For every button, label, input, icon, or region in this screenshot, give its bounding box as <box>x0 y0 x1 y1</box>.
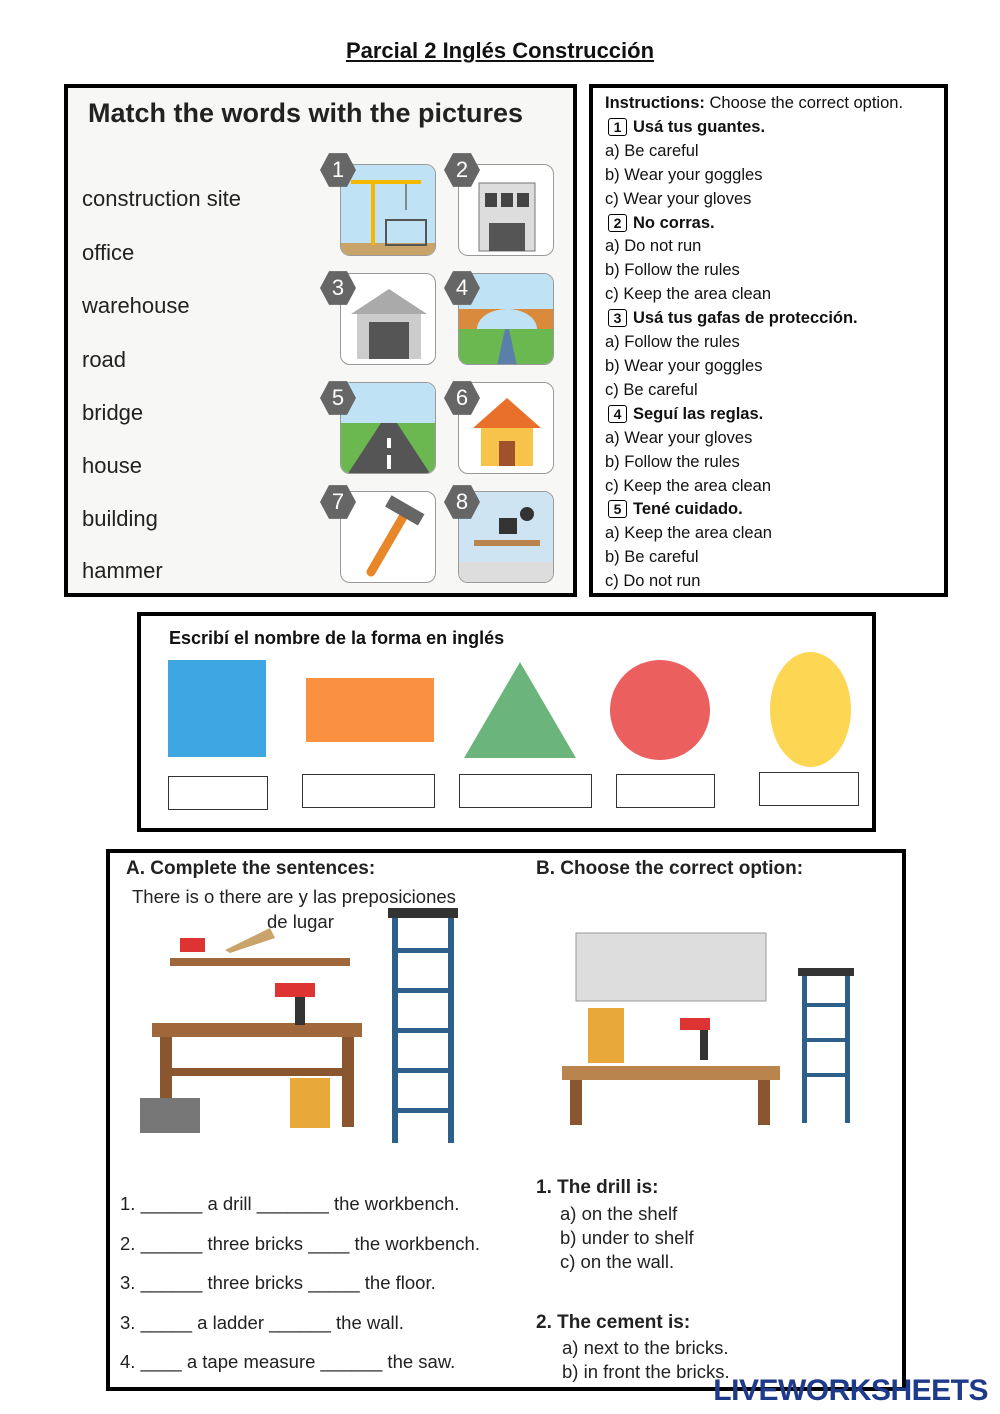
part-b-heading: B. Choose the correct option: <box>536 858 804 879</box>
number-badge-3: 3 <box>320 271 356 305</box>
word-building[interactable]: building <box>82 506 158 531</box>
shapes-exercise: Escribí el nombre de la forma en inglés <box>137 612 876 832</box>
circle-answer-input[interactable] <box>616 774 715 808</box>
worksheet-title: Parcial 2 Inglés Construcción <box>345 38 655 63</box>
triangle-answer-input[interactable] <box>459 774 592 808</box>
circle-shape <box>610 660 710 760</box>
cement-option-b[interactable]: b) in front the bricks. <box>562 1361 730 1382</box>
rectangle-answer-input[interactable] <box>302 774 435 808</box>
prepositions-exercise: A. Complete the sentences: There is o th… <box>106 849 906 1391</box>
question-3: 3 Usá tus gafas de protección. <box>605 307 932 331</box>
word-office[interactable]: office <box>82 240 135 265</box>
question-4-option-a[interactable]: a) Wear your gloves <box>605 428 753 447</box>
instructions-text: Choose the correct option. <box>704 94 904 112</box>
triangle-shape <box>464 662 576 758</box>
shapes-heading: Escribí el nombre de la forma en inglés <box>169 628 505 648</box>
sentence-2[interactable]: 2. ______ three bricks ____ the workbenc… <box>120 1233 480 1254</box>
cement-option-a[interactable]: a) next to the bricks. <box>562 1337 729 1358</box>
word-house[interactable]: house <box>82 453 142 478</box>
question-2-option-b[interactable]: b) Follow the rules <box>605 261 740 280</box>
drill-option-a[interactable]: a) on the shelf <box>560 1203 678 1224</box>
part-a-subtitle-2: de lugar <box>267 911 334 932</box>
question-3-option-b[interactable]: b) Wear your goggles <box>605 356 763 375</box>
question-text: Seguí las reglas. <box>633 404 764 423</box>
sentence-1[interactable]: 1. ______ a drill _______ the workbench. <box>120 1193 460 1214</box>
question-text: Tené cuidado. <box>633 500 743 519</box>
question-1-option-b[interactable]: b) Wear your goggles <box>605 165 763 184</box>
question-number-icon: 1 <box>608 117 627 136</box>
drill-option-b[interactable]: b) under to shelf <box>560 1227 694 1248</box>
question-number-icon: 3 <box>608 309 627 328</box>
matching-exercise: Match the words with the pictures constr… <box>64 84 577 597</box>
number-badge-2: 2 <box>444 153 480 187</box>
drill-option-c[interactable]: c) on the wall. <box>560 1251 675 1272</box>
instructions-label: Instructions: <box>605 94 705 112</box>
question-4-option-c[interactable]: c) Keep the area clean <box>605 476 772 495</box>
question-text: Usá tus guantes. <box>633 117 766 136</box>
word-bridge[interactable]: bridge <box>82 400 144 425</box>
question-3-option-c[interactable]: c) Be careful <box>605 380 698 399</box>
question-number-icon: 4 <box>608 404 627 423</box>
sentence-3[interactable]: 3. ______ three bricks _____ the floor. <box>120 1272 436 1293</box>
picture-construction-site[interactable] <box>340 164 436 256</box>
picture-hammer[interactable] <box>340 491 436 583</box>
number-badge-5: 5 <box>320 381 356 415</box>
question-cement: 2. The cement is: <box>536 1312 691 1333</box>
sentence-5[interactable]: 4. ____ a tape measure ______ the saw. <box>120 1351 456 1372</box>
picture-road[interactable] <box>340 382 436 474</box>
question-2: 2 No corras. <box>605 212 932 236</box>
question-1-option-a[interactable]: a) Be careful <box>605 141 699 160</box>
workshop-illustration-b <box>562 932 854 1125</box>
question-1: 1 Usá tus guantes. <box>605 116 932 140</box>
workshop-illustration-a <box>140 908 458 1143</box>
part-a-subtitle: There is o there are y las preposiciones <box>132 886 456 907</box>
picture-warehouse[interactable] <box>340 273 436 365</box>
part-a-heading: A. Complete the sentences: <box>126 858 376 879</box>
question-3-option-a[interactable]: a) Follow the rules <box>605 333 740 352</box>
word-hammer[interactable]: hammer <box>82 558 163 583</box>
question-5-option-a[interactable]: a) Keep the area clean <box>605 524 772 543</box>
rectangle-shape <box>306 678 434 742</box>
question-drill: 1. The drill is: <box>536 1177 659 1198</box>
word-construction-site[interactable]: construction site <box>82 186 241 211</box>
square-shape <box>168 660 266 757</box>
square-answer-input[interactable] <box>168 776 268 810</box>
question-text: No corras. <box>633 213 715 232</box>
question-number-icon: 2 <box>608 213 627 232</box>
number-badge-6: 6 <box>444 381 480 415</box>
question-2-option-a[interactable]: a) Do not run <box>605 237 702 256</box>
question-5-option-c[interactable]: c) Do not run <box>605 572 701 591</box>
word-road[interactable]: road <box>82 347 127 372</box>
oval-answer-input[interactable] <box>759 772 859 806</box>
instructions: Instructions: Choose the correct option. <box>605 92 932 116</box>
question-5: 5 Tené cuidado. <box>605 498 932 522</box>
question-5-option-b[interactable]: b) Be careful <box>605 548 699 567</box>
oval-shape <box>770 652 851 767</box>
question-2-option-c[interactable]: c) Keep the area clean <box>605 285 772 304</box>
question-number-icon: 5 <box>608 500 627 519</box>
question-4: 4 Seguí las reglas. <box>605 403 932 427</box>
sentence-4[interactable]: 3. _____ a ladder ______ the wall. <box>120 1312 404 1333</box>
number-badge-4: 4 <box>444 271 480 305</box>
question-4-option-b[interactable]: b) Follow the rules <box>605 452 740 471</box>
multiple-choice-instructions: Instructions: Choose the correct option.… <box>589 84 948 597</box>
question-1-option-c[interactable]: c) Wear your gloves <box>605 189 752 208</box>
liveworksheets-logo: LIVEWORKSHEETS <box>713 1374 988 1407</box>
number-badge-1: 1 <box>320 153 356 187</box>
question-text: Usá tus gafas de protección. <box>633 309 858 328</box>
word-warehouse[interactable]: warehouse <box>82 293 190 318</box>
matching-heading: Match the words with the pictures <box>88 98 524 128</box>
